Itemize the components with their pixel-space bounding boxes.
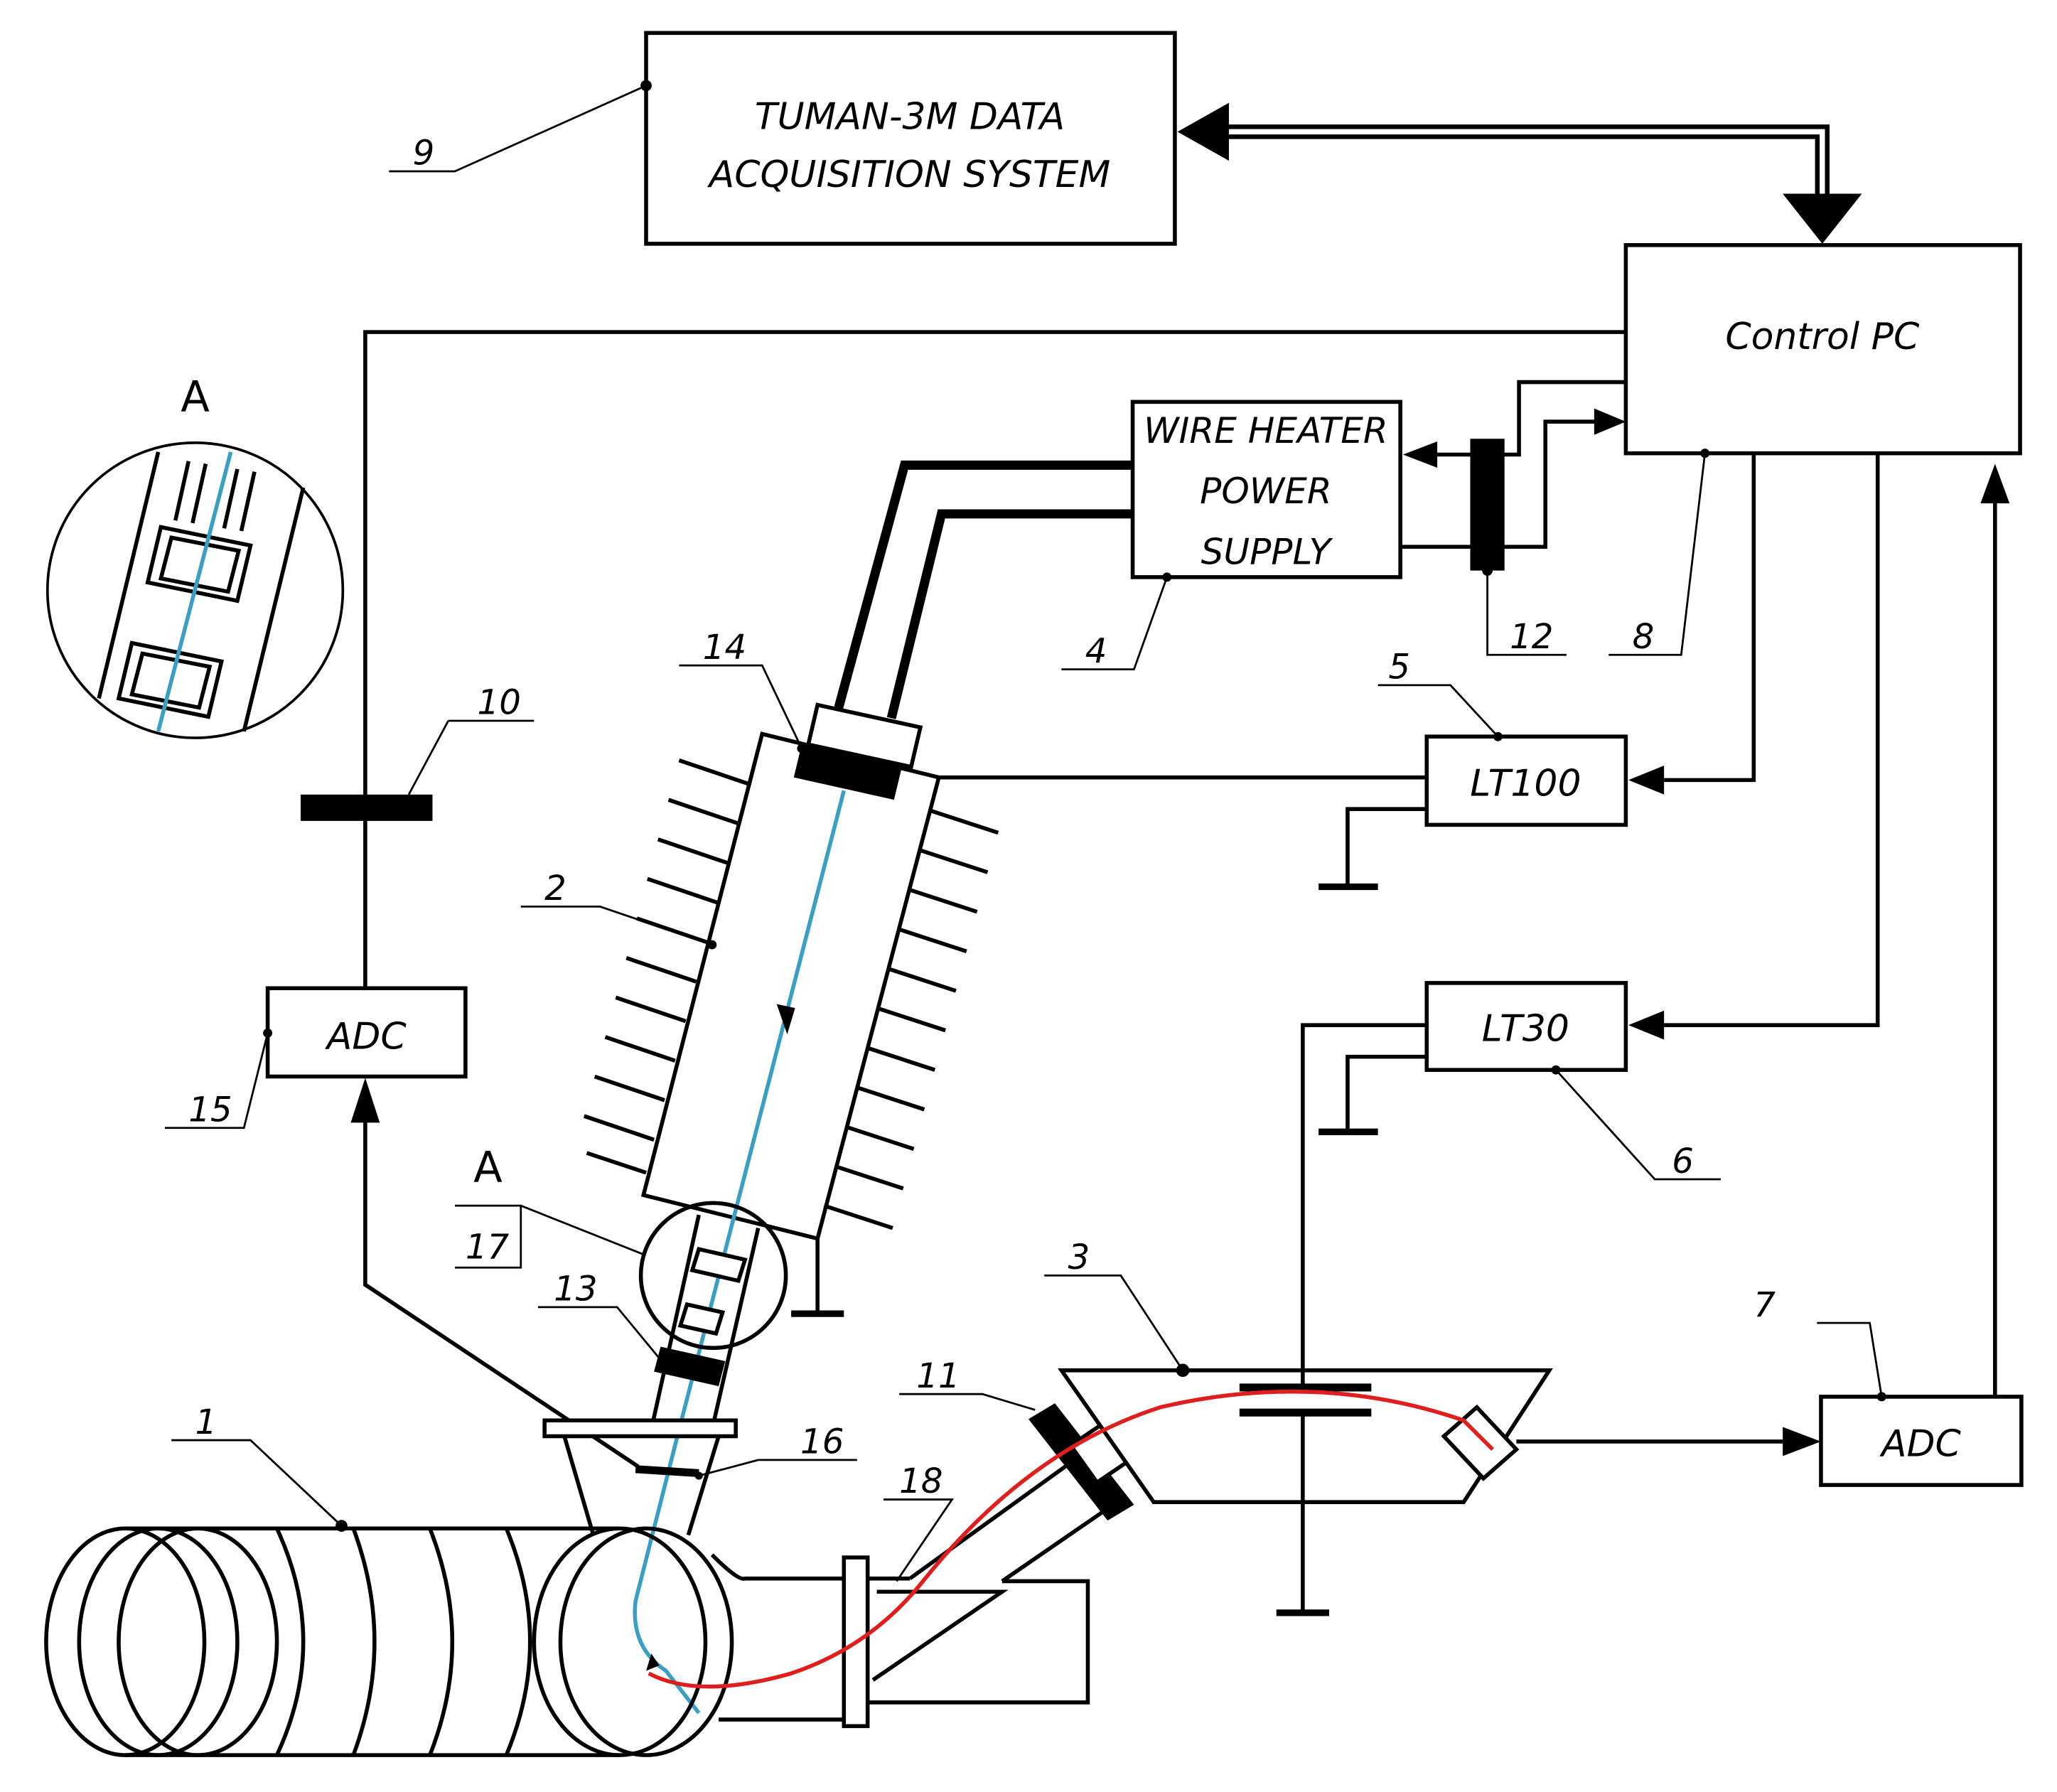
svg-text:Control PC: Control PC	[1725, 316, 1920, 358]
svg-text:WIRE HEATER: WIRE HEATER	[1144, 410, 1388, 451]
tuman-daq-block: TUMAN-3M DATA ACQUISITION SYSTEM	[644, 31, 1177, 246]
svg-text:LT30: LT30	[1482, 1007, 1569, 1050]
callout-18: 18	[899, 1461, 942, 1501]
lt30-block: LT30	[1424, 981, 1628, 1075]
callout-7: 7	[1753, 1285, 1776, 1325]
data-bus-arrow	[1177, 102, 1862, 244]
chamber-inlet	[542, 1418, 738, 1536]
nozzle-assembly	[638, 1201, 788, 1430]
callout-numbers: 9 10 2 14 4 12 8 5 6 7 15 17 13 16 1 11 …	[188, 134, 1776, 1501]
callout-8: 8	[1633, 617, 1655, 657]
svg-text:ADC: ADC	[1879, 1422, 1962, 1465]
corrugated-chamber-1	[44, 1520, 844, 1757]
lt100-block: LT100	[1424, 731, 1628, 827]
callout-9: 9	[413, 134, 435, 173]
svg-text:LT100: LT100	[1470, 763, 1581, 805]
heater-pc-connections	[1400, 380, 1626, 549]
clamp-13	[654, 1346, 726, 1387]
chamber-to-adc-line	[1516, 1427, 1821, 1456]
detail-a-inset	[45, 441, 345, 739]
heated-wire	[633, 790, 846, 1715]
control-pc-block: Control PC	[1623, 243, 2022, 458]
callout-3: 3	[1068, 1238, 1090, 1277]
wire-heater-power-supply-block: WIRE HEATER POWER SUPPLY	[1130, 399, 1402, 582]
callout-leaders	[164, 80, 1883, 1582]
adc-right-block: ADC	[1819, 1392, 2024, 1487]
callout-10: 10	[478, 683, 521, 723]
tube-ground	[791, 1238, 844, 1317]
detail-a-callout-label: A	[473, 1143, 503, 1192]
heater-cap-14	[793, 702, 923, 800]
callout-11: 11	[916, 1356, 960, 1396]
callout-13: 13	[554, 1270, 597, 1309]
callout-6: 6	[1672, 1142, 1694, 1181]
svg-text:SUPPLY: SUPPLY	[1201, 531, 1333, 572]
beam-path	[646, 1389, 1494, 1689]
lt30-connections	[1318, 453, 1880, 1135]
optical-isolator-10	[300, 794, 433, 821]
callout-2: 2	[544, 869, 566, 908]
callout-14: 14	[703, 628, 746, 667]
adc-to-pc-line	[1980, 463, 2010, 1397]
callout-5: 5	[1388, 648, 1410, 687]
heater-leads	[834, 460, 1133, 719]
probe-16	[635, 1465, 703, 1480]
flange-18	[842, 1461, 1122, 1729]
callout-15: 15	[188, 1090, 232, 1130]
callout-16: 16	[800, 1422, 844, 1462]
callout-1: 1	[195, 1402, 217, 1442]
callout-4: 4	[1085, 631, 1107, 671]
heater-tube-2	[583, 731, 999, 1241]
pc-to-left-adc-line	[363, 330, 1625, 989]
svg-text:ADC: ADC	[325, 1016, 407, 1058]
callout-17: 17	[466, 1227, 510, 1267]
lt100-connections	[1318, 453, 1756, 891]
adc-left-block: ADC	[263, 986, 468, 1079]
plate-lines	[1276, 1023, 1427, 1616]
svg-text:TUMAN-3M DATA: TUMAN-3M DATA	[755, 96, 1065, 139]
callout-12: 12	[1510, 617, 1553, 657]
shunt-resistor-12	[1470, 439, 1505, 576]
probe-to-adc-line	[350, 1078, 640, 1469]
detail-a-label: A	[181, 372, 210, 421]
svg-text:POWER: POWER	[1200, 471, 1332, 512]
svg-text:ACQUISITION SYSTEM: ACQUISITION SYSTEM	[707, 154, 1110, 196]
